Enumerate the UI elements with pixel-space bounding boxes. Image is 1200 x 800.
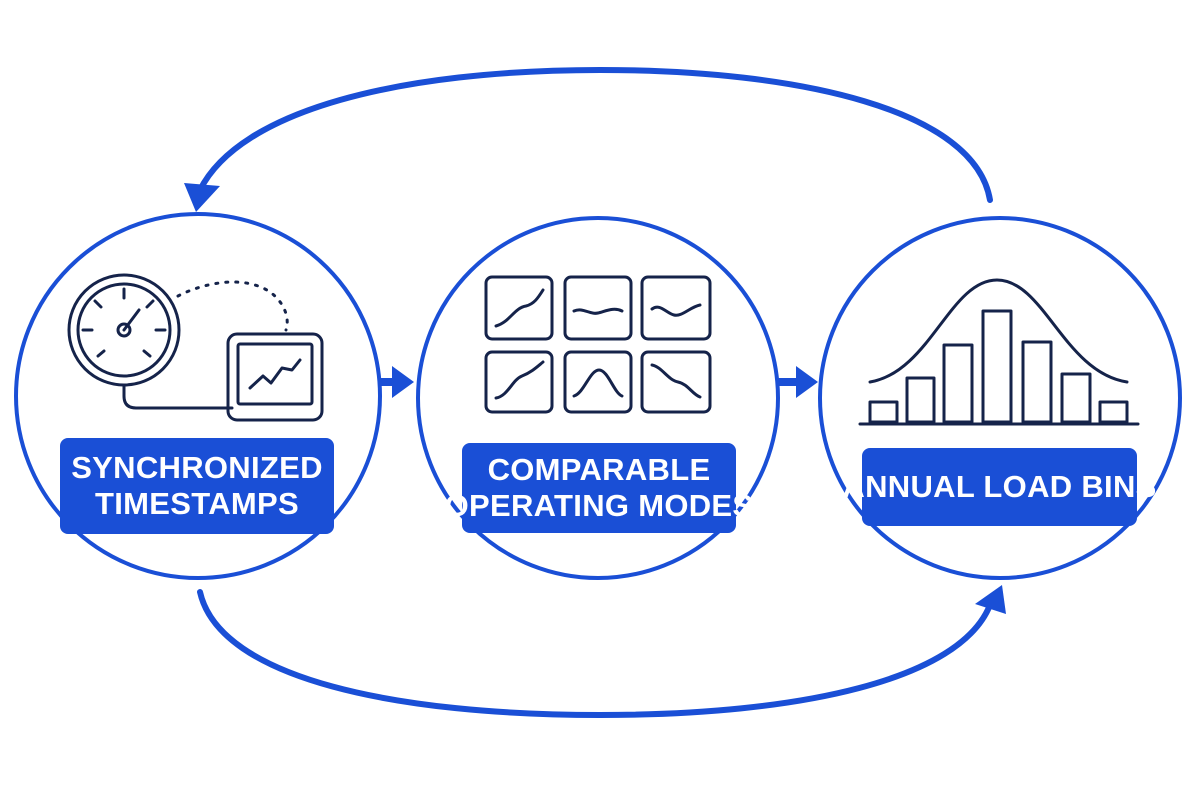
stage-label-line: SYNCHRONIZED bbox=[71, 449, 323, 485]
histogram-bar-4 bbox=[981, 309, 1013, 424]
histogram-bar-3 bbox=[942, 343, 974, 424]
mode-panel-1 bbox=[484, 275, 554, 341]
stage-label-line: OPERATING MODES bbox=[444, 488, 754, 523]
mode-panel-3 bbox=[640, 275, 712, 341]
stage-label-comparable-operating-modes: COMPARABLE OPERATING MODES bbox=[445, 443, 753, 533]
bottom-loop-arrow bbox=[197, 589, 993, 719]
mode-grid-icon bbox=[484, 275, 712, 414]
arrow-1-to-2-head bbox=[392, 366, 414, 398]
histogram-bar-1 bbox=[868, 400, 899, 424]
mode-panel-4 bbox=[484, 350, 554, 414]
histogram-bar-7 bbox=[1098, 400, 1129, 424]
top-loop-arrow bbox=[197, 66, 993, 203]
stage-label-line: TIMESTAMPS bbox=[95, 486, 299, 521]
histogram-bar-2 bbox=[905, 376, 936, 424]
bottom-loop-arrowhead bbox=[975, 585, 1006, 614]
mode-panel-5 bbox=[563, 350, 633, 414]
arrow-2-to-3-head bbox=[796, 366, 818, 398]
top-loop-arrowhead bbox=[184, 183, 220, 212]
mode-panel-6 bbox=[640, 350, 712, 414]
stage-label-line: ANNUAL LOAD BINS bbox=[842, 468, 1157, 504]
mode-panel-2 bbox=[563, 275, 633, 341]
stage-label-annual-load-bins: ANNUAL LOAD BINS bbox=[842, 448, 1156, 526]
bell-curve bbox=[868, 278, 1129, 384]
histogram-bar-6 bbox=[1060, 372, 1092, 424]
stage-label-line: COMPARABLE bbox=[487, 451, 711, 487]
histogram-icon bbox=[858, 278, 1140, 426]
stage-label-synchronized-timestamps: SYNCHRONIZED TIMESTAMPS bbox=[60, 438, 334, 534]
histogram-bar-5 bbox=[1021, 340, 1053, 424]
gauge-monitor-icon bbox=[67, 273, 324, 422]
